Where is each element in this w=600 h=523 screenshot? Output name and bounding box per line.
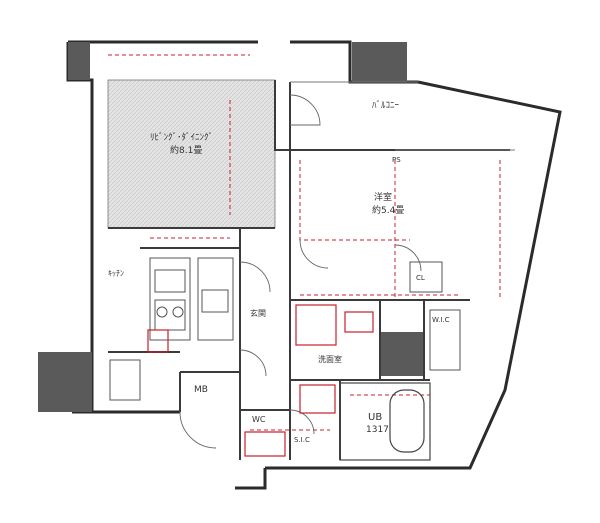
ldk-floor-hatch bbox=[107, 79, 276, 229]
ldk-label: ﾘﾋﾞﾝｸﾞ･ﾀﾞｲﾆﾝｸﾞ bbox=[150, 132, 213, 143]
red-fixture-highlights bbox=[147, 304, 374, 457]
washroom-label: 洗面室 bbox=[318, 354, 342, 364]
unit-bath bbox=[339, 382, 431, 461]
sic-label: S.I.C bbox=[294, 436, 310, 444]
bedroom-label: 洋室 bbox=[374, 191, 392, 203]
bath-size: 1317 bbox=[366, 425, 389, 435]
storage-units bbox=[109, 261, 461, 401]
lower-left-structural-block bbox=[38, 352, 92, 412]
balcony-glazing-line bbox=[290, 81, 515, 151]
door-swings bbox=[179, 94, 422, 449]
left-structural-block bbox=[68, 42, 90, 80]
bath-label: UB bbox=[368, 412, 382, 423]
mb-label: MB bbox=[194, 385, 208, 395]
wic-label: W.I.C bbox=[432, 316, 450, 324]
toilet-label: WC bbox=[252, 415, 266, 424]
kitchen-label: ｷｯﾁﾝ bbox=[108, 269, 124, 278]
kitchen-fixtures bbox=[149, 257, 234, 341]
balcony-label: ﾊﾞﾙｺﾆｰ bbox=[372, 100, 400, 111]
pillar-block bbox=[380, 332, 424, 376]
ps-label: PS bbox=[392, 156, 401, 164]
ldk-size: 約8.1畳 bbox=[170, 144, 202, 156]
closet-label: CL bbox=[416, 274, 425, 282]
entrance-label: 玄関 bbox=[250, 308, 266, 318]
top-structural-block bbox=[352, 42, 407, 82]
bedroom-size: 約5.4畳 bbox=[372, 204, 404, 216]
